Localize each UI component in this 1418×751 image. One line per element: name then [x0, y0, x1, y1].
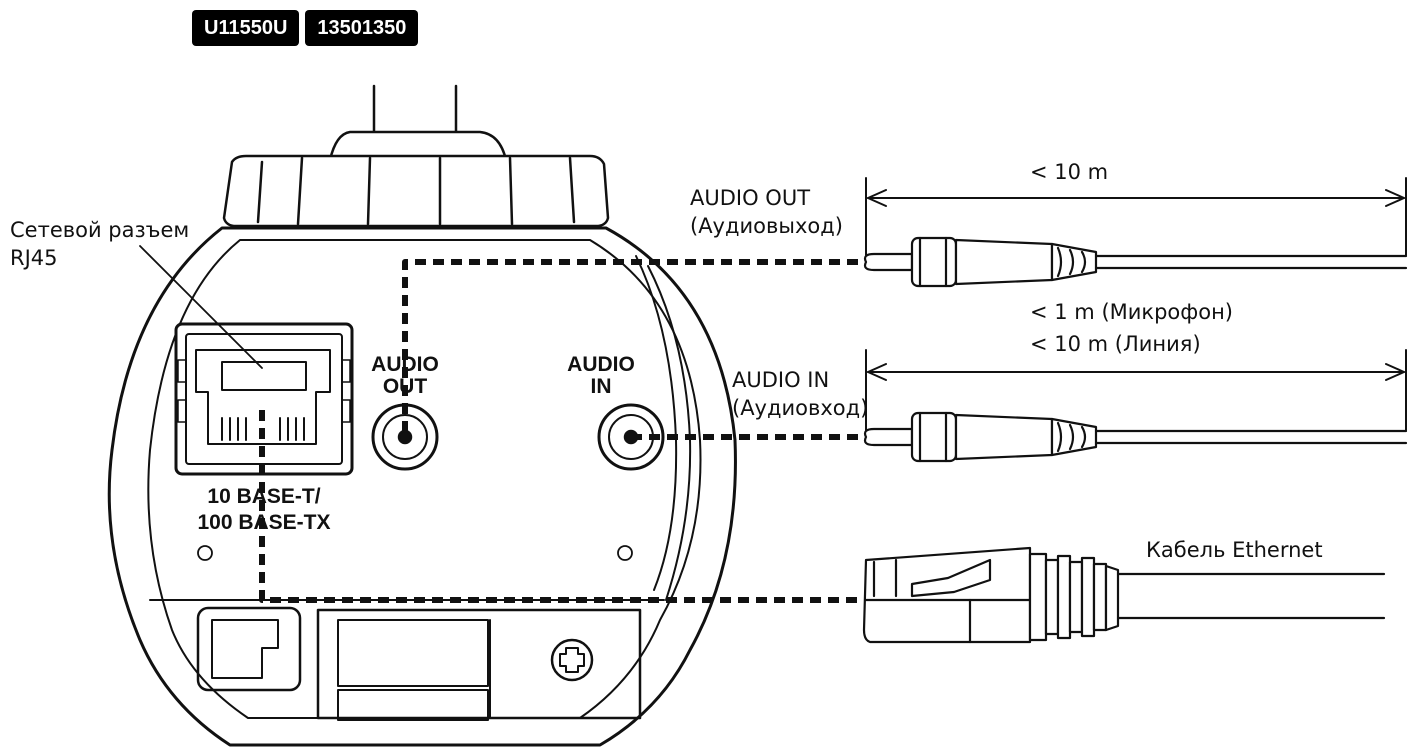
audio-in-label-title: AUDIO IN [732, 368, 830, 392]
audio-out-plug [863, 236, 1408, 288]
audio-out-length: < 10 m [1030, 160, 1109, 184]
audio-in-panel-line1: AUDIO [567, 353, 635, 376]
audio-in-plug [863, 411, 1408, 463]
camera-mount-ring [222, 154, 610, 228]
rj45-leader-line [139, 245, 263, 369]
audio-out-label-sub: (Аудиовыход) [690, 214, 843, 238]
rj45-port [174, 322, 354, 476]
indicator-hole [617, 545, 633, 561]
ethernet-dashed-line [259, 410, 858, 603]
rj45-label-line1: Сетевой разъем [10, 218, 190, 242]
camera-bottom-slots [196, 606, 642, 721]
base-t-panel-label: 10 BASE-T/ 100 BASE-TX [180, 484, 348, 536]
model-badge: 13501350 [305, 10, 419, 46]
audio-out-label: AUDIO OUT (Аудиовыход) [690, 184, 843, 240]
audio-out-label-title: AUDIO OUT [690, 186, 811, 210]
rj45-label: Сетевой разъем RJ45 [10, 216, 189, 272]
model-badges: U11550U 13501350 [192, 10, 419, 46]
audio-out-panel-label: AUDIO OUT [364, 354, 446, 398]
rj45-label-line2: RJ45 [10, 246, 58, 270]
audio-in-label-sub: (Аудиовход) [732, 396, 869, 420]
dimension-arrows [865, 177, 1407, 431]
base-t-line2: 100 BASE-TX [197, 511, 331, 534]
camera-mount-stem [328, 84, 508, 162]
ethernet-plug [862, 546, 1386, 644]
ethernet-label: Кабель Ethernet [1146, 538, 1323, 562]
dashed-connection-lines [259, 259, 858, 603]
audio-in-label: AUDIO IN (Аудиовход) [732, 366, 868, 422]
audio-in-panel-line2: IN [590, 375, 612, 398]
screw-icon [550, 638, 594, 682]
audio-out-panel-line2: OUT [382, 375, 428, 398]
base-t-line1: 10 BASE-T/ [207, 485, 321, 508]
audio-in-length-mic: < 1 m (Микрофон) [1030, 300, 1233, 324]
model-badge: U11550U [192, 10, 300, 46]
audio-in-panel-label: AUDIO IN [556, 354, 646, 398]
indicator-hole [197, 545, 213, 561]
audio-out-jack [371, 403, 439, 471]
audio-out-dashed-line [402, 259, 858, 437]
audio-in-length-line: < 10 m (Линия) [1030, 332, 1201, 356]
audio-out-panel-line1: AUDIO [371, 353, 439, 376]
